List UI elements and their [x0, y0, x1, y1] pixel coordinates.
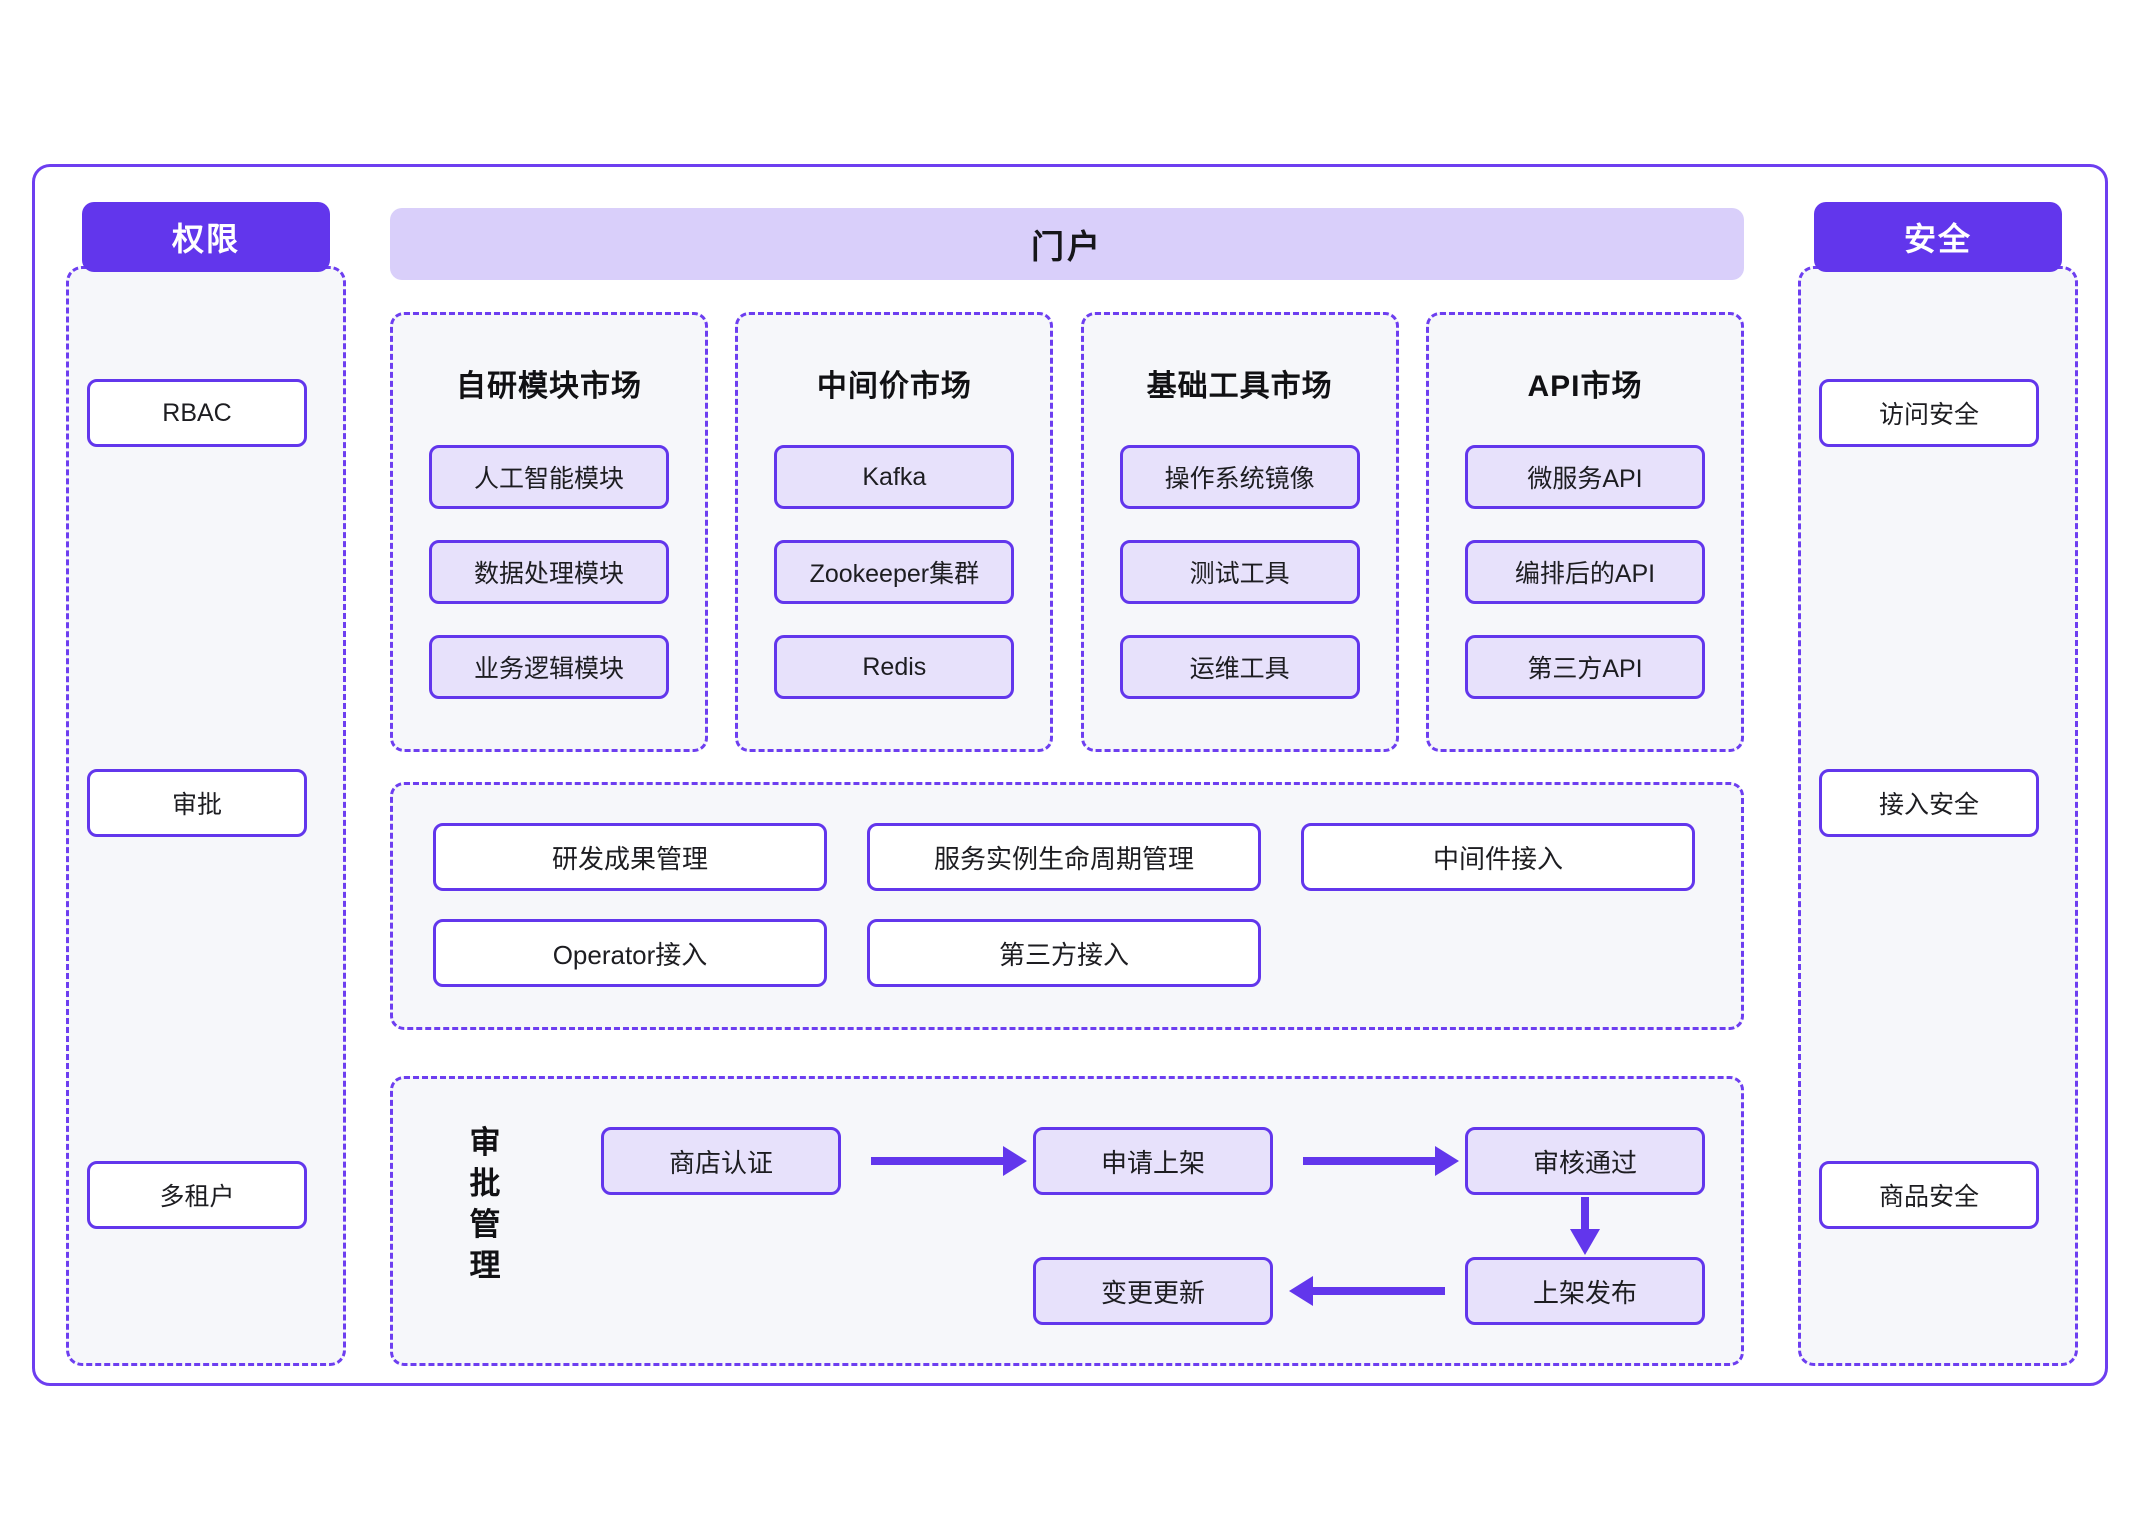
- arrow-right-icon: [871, 1146, 1027, 1176]
- services-row-2: Operator接入 第三方接入: [433, 919, 1741, 987]
- market-chip[interactable]: 运维工具: [1119, 635, 1360, 699]
- services-panel: 研发成果管理 服务实例生命周期管理 中间件接入 Operator接入 第三方接入: [390, 782, 1744, 1030]
- workflow-node-change-update[interactable]: 变更更新: [1033, 1257, 1273, 1325]
- market-chip[interactable]: 测试工具: [1119, 540, 1360, 604]
- market-row: 自研模块市场 人工智能模块 数据处理模块 业务逻辑模块 中间价市场 Kafka …: [390, 312, 1744, 752]
- services-row-1: 研发成果管理 服务实例生命周期管理 中间件接入: [433, 823, 1741, 891]
- security-item-connection[interactable]: 接入安全: [1819, 769, 2039, 837]
- permission-item-multitenancy[interactable]: 多租户: [87, 1161, 307, 1229]
- portal-title: 门户: [1031, 228, 1103, 265]
- approval-label-char: 批: [469, 1165, 501, 1201]
- arrow-right-icon: [1303, 1146, 1459, 1176]
- workflow-node-review-passed[interactable]: 审核通过: [1465, 1127, 1705, 1195]
- portal-bar: 门户: [390, 208, 1744, 280]
- market-chip-label: 编排后的API: [1514, 560, 1656, 588]
- permissions-header: 权限: [82, 202, 330, 272]
- security-item-product[interactable]: 商品安全: [1819, 1161, 2039, 1229]
- market-title: API市场: [1527, 370, 1643, 403]
- market-chip-label: 运维工具: [1189, 655, 1290, 683]
- service-box-operator-access[interactable]: Operator接入: [433, 919, 827, 987]
- workflow-node-label: 上架发布: [1532, 1277, 1637, 1308]
- permission-item-rbac[interactable]: RBAC: [87, 379, 307, 447]
- service-box-thirdparty-access[interactable]: 第三方接入: [867, 919, 1261, 987]
- market-chip-label: 数据处理模块: [473, 560, 624, 588]
- market-chip[interactable]: Zookeeper集群: [774, 540, 1015, 604]
- security-item-access[interactable]: 访问安全: [1819, 379, 2039, 447]
- permission-item-label: 多租户: [159, 1183, 235, 1211]
- workflow-node-store-certification[interactable]: 商店认证: [601, 1127, 841, 1195]
- market-title: 自研模块市场: [456, 370, 642, 403]
- service-box-label: 服务实例生命周期管理: [933, 843, 1194, 874]
- market-chip-label: Redis: [862, 652, 927, 681]
- arrow-down-icon: [1570, 1197, 1600, 1255]
- market-chip[interactable]: 人工智能模块: [429, 445, 669, 509]
- security-item-label: 访问安全: [1878, 401, 1979, 429]
- market-chip[interactable]: 操作系统镜像: [1119, 445, 1360, 509]
- approval-panel: 审 批 管 理 商店认证 申请上架 审核通过 上架发布 变更更新: [390, 1076, 1744, 1366]
- market-card-self-developed: 自研模块市场 人工智能模块 数据处理模块 业务逻辑模块: [390, 312, 708, 752]
- arrow-left-icon: [1289, 1276, 1445, 1306]
- market-chip[interactable]: 微服务API: [1464, 445, 1705, 509]
- market-chip-label: 测试工具: [1189, 560, 1290, 588]
- market-chip-label: 第三方API: [1527, 655, 1643, 683]
- workflow-node-publish[interactable]: 上架发布: [1465, 1257, 1705, 1325]
- approval-label-char: 理: [469, 1247, 501, 1283]
- market-chip[interactable]: 编排后的API: [1464, 540, 1705, 604]
- market-chip[interactable]: Redis: [774, 635, 1015, 699]
- permission-item-approval[interactable]: 审批: [87, 769, 307, 837]
- service-box-label: 研发成果管理: [551, 843, 708, 874]
- market-card-middleware: 中间价市场 Kafka Zookeeper集群 Redis: [735, 312, 1054, 752]
- market-title: 中间价市场: [816, 370, 972, 403]
- security-header: 安全: [1814, 202, 2062, 272]
- approval-label-char: 管: [469, 1206, 501, 1242]
- workflow-node-label: 审核通过: [1532, 1147, 1637, 1178]
- workflow-node-label: 商店认证: [668, 1147, 773, 1178]
- workflow-node-label: 变更更新: [1100, 1277, 1205, 1308]
- service-box-label: Operator接入: [552, 939, 708, 970]
- service-box-label: 中间件接入: [1432, 843, 1563, 874]
- market-chip-label: 人工智能模块: [473, 465, 624, 493]
- market-chip[interactable]: Kafka: [774, 445, 1015, 509]
- permissions-header-label: 权限: [171, 221, 240, 257]
- market-chip-label: 微服务API: [1527, 465, 1643, 493]
- workflow-node-label: 申请上架: [1100, 1147, 1205, 1178]
- market-chip-label: 操作系统镜像: [1164, 465, 1315, 493]
- service-box-instance-lifecycle[interactable]: 服务实例生命周期管理: [867, 823, 1261, 891]
- approval-label-char: 审: [469, 1125, 501, 1160]
- service-box-rd-results[interactable]: 研发成果管理: [433, 823, 827, 891]
- market-title: 基础工具市场: [1146, 370, 1333, 403]
- market-chip[interactable]: 业务逻辑模块: [429, 635, 669, 699]
- permissions-column: RBAC 审批 多租户: [66, 266, 346, 1366]
- market-chip[interactable]: 数据处理模块: [429, 540, 669, 604]
- security-header-label: 安全: [1903, 221, 1972, 257]
- security-column: 访问安全 接入安全 商品安全: [1798, 266, 2078, 1366]
- market-card-base-tools: 基础工具市场 操作系统镜像 测试工具 运维工具: [1080, 312, 1399, 752]
- market-chip-label: 业务逻辑模块: [473, 655, 624, 683]
- service-box-label: 第三方接入: [998, 939, 1129, 970]
- market-card-api: API市场 微服务API 编排后的API 第三方API: [1425, 312, 1744, 752]
- service-box-middleware-access[interactable]: 中间件接入: [1301, 823, 1695, 891]
- permission-item-label: 审批: [171, 791, 222, 819]
- market-chip[interactable]: 第三方API: [1464, 635, 1705, 699]
- market-chip-label: Kafka: [862, 462, 927, 491]
- workflow-node-apply-listing[interactable]: 申请上架: [1033, 1127, 1273, 1195]
- security-item-label: 商品安全: [1878, 1183, 1979, 1211]
- security-item-label: 接入安全: [1878, 791, 1979, 819]
- permission-item-label: RBAC: [162, 398, 232, 427]
- market-chip-label: Zookeeper集群: [809, 560, 980, 588]
- approval-management-label: 审 批 管 理: [465, 1123, 505, 1287]
